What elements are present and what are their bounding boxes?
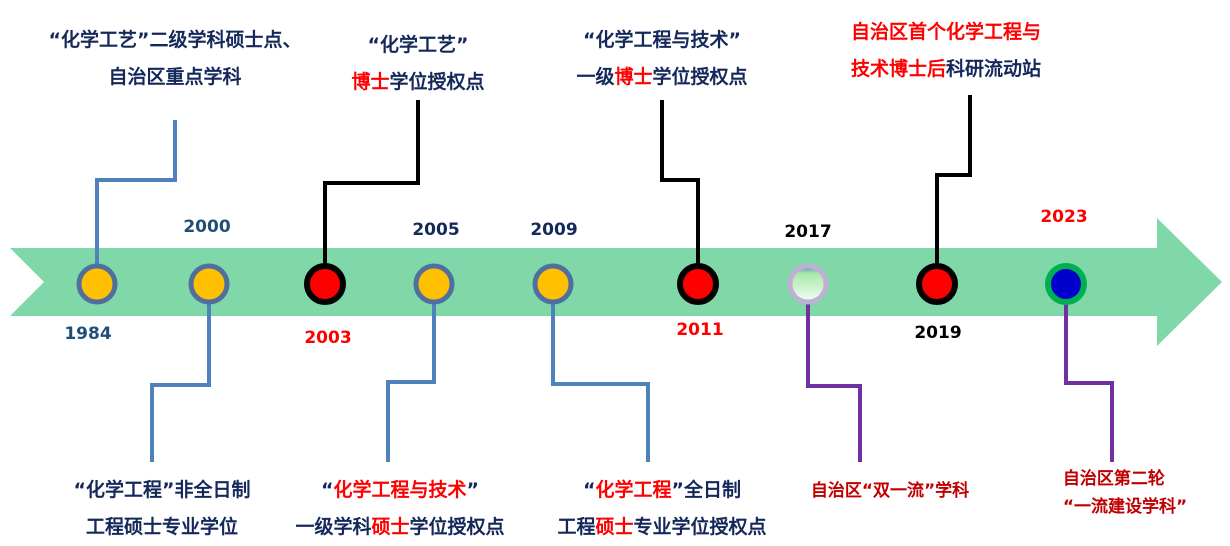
highlight-text: 硕士 — [595, 516, 634, 538]
timeline-arrow — [10, 218, 1222, 346]
node-2003 — [304, 263, 346, 305]
connector-2009 — [551, 300, 650, 462]
highlight-text: 博士 — [614, 66, 653, 88]
event-line: 自治区首个化学工程与 — [850, 21, 1041, 43]
event-2003-label: “化学工艺” 博士学位授权点 — [351, 27, 484, 101]
event-text: “ — [320, 479, 334, 501]
highlight-text: 博士 — [351, 71, 390, 93]
event-line: 自治区“双一流”学科 — [810, 481, 970, 501]
year-2023: 2023 — [1040, 207, 1088, 227]
highlight-text: 化学工程与技术 — [333, 479, 467, 501]
node-1984 — [76, 263, 118, 305]
event-text: “ — [582, 479, 596, 501]
year-1984: 1984 — [64, 324, 112, 344]
year-2019: 2019 — [914, 323, 962, 343]
connector-1984 — [95, 120, 177, 268]
year-2005: 2005 — [412, 220, 460, 240]
node-2019 — [916, 263, 958, 305]
event-line: “一流建设学科” — [1062, 497, 1188, 517]
event-2011-label: “化学工程与技术” 一级博士学位授权点 — [576, 22, 747, 96]
event-text: 科研流动站 — [946, 58, 1042, 80]
event-line: 工程硕士专业学位 — [85, 516, 239, 538]
event-text: 学位授权点 — [409, 516, 505, 538]
connector-2000 — [150, 300, 211, 462]
event-line: 自治区第二轮 — [1062, 469, 1165, 489]
event-2023-label: 自治区第二轮 “一流建设学科” — [1063, 465, 1187, 521]
year-2011: 2011 — [676, 320, 724, 340]
connector-2003 — [323, 100, 420, 268]
event-2005-label: “化学工程与技术” 一级学科硕士学位授权点 — [295, 472, 504, 546]
connector-2005 — [386, 300, 436, 462]
event-2009-label: “化学工程”全日制 工程硕士专业学位授权点 — [557, 472, 766, 546]
event-2017-label: 自治区“双一流”学科 — [811, 477, 969, 505]
event-2000-label: “化学工程”非全日制 工程硕士专业学位 — [74, 472, 251, 546]
highlight-text: 技术博士后 — [850, 58, 946, 80]
connector-2019 — [935, 95, 972, 268]
node-2017 — [787, 263, 829, 305]
event-text: ” — [466, 479, 480, 501]
event-line: “化学工艺” — [367, 34, 469, 56]
year-2003: 2003 — [304, 328, 352, 348]
connector-2011 — [660, 100, 700, 268]
year-2017: 2017 — [784, 222, 832, 242]
node-2011 — [677, 263, 719, 305]
event-text: 工程 — [557, 516, 596, 538]
event-text: 学位授权点 — [652, 66, 748, 88]
event-text: 学位授权点 — [389, 71, 485, 93]
event-line: “化学工程与技术” — [583, 29, 741, 51]
event-text: 一级学科 — [295, 516, 372, 538]
event-text: 专业学位授权点 — [633, 516, 767, 538]
node-2023 — [1045, 263, 1087, 305]
event-line: “化学工艺”二级学科硕士点、 — [48, 29, 302, 51]
event-line: “化学工程”非全日制 — [73, 479, 251, 501]
event-line: 自治区重点学科 — [108, 66, 242, 88]
event-2019-label: 自治区首个化学工程与 技术博士后科研流动站 — [851, 14, 1041, 88]
node-2009 — [532, 263, 574, 305]
event-1984-label: “化学工艺”二级学科硕士点、 自治区重点学科 — [49, 22, 302, 96]
event-text: ”全日制 — [671, 479, 742, 501]
year-2009: 2009 — [530, 220, 578, 240]
connector-2017 — [806, 300, 862, 462]
node-2005 — [413, 263, 455, 305]
highlight-text: 化学工程 — [595, 479, 672, 501]
highlight-text: 硕士 — [371, 516, 410, 538]
year-2000: 2000 — [183, 217, 231, 237]
connector-2023 — [1064, 300, 1114, 462]
event-text: 一级 — [576, 66, 615, 88]
node-2000 — [188, 263, 230, 305]
